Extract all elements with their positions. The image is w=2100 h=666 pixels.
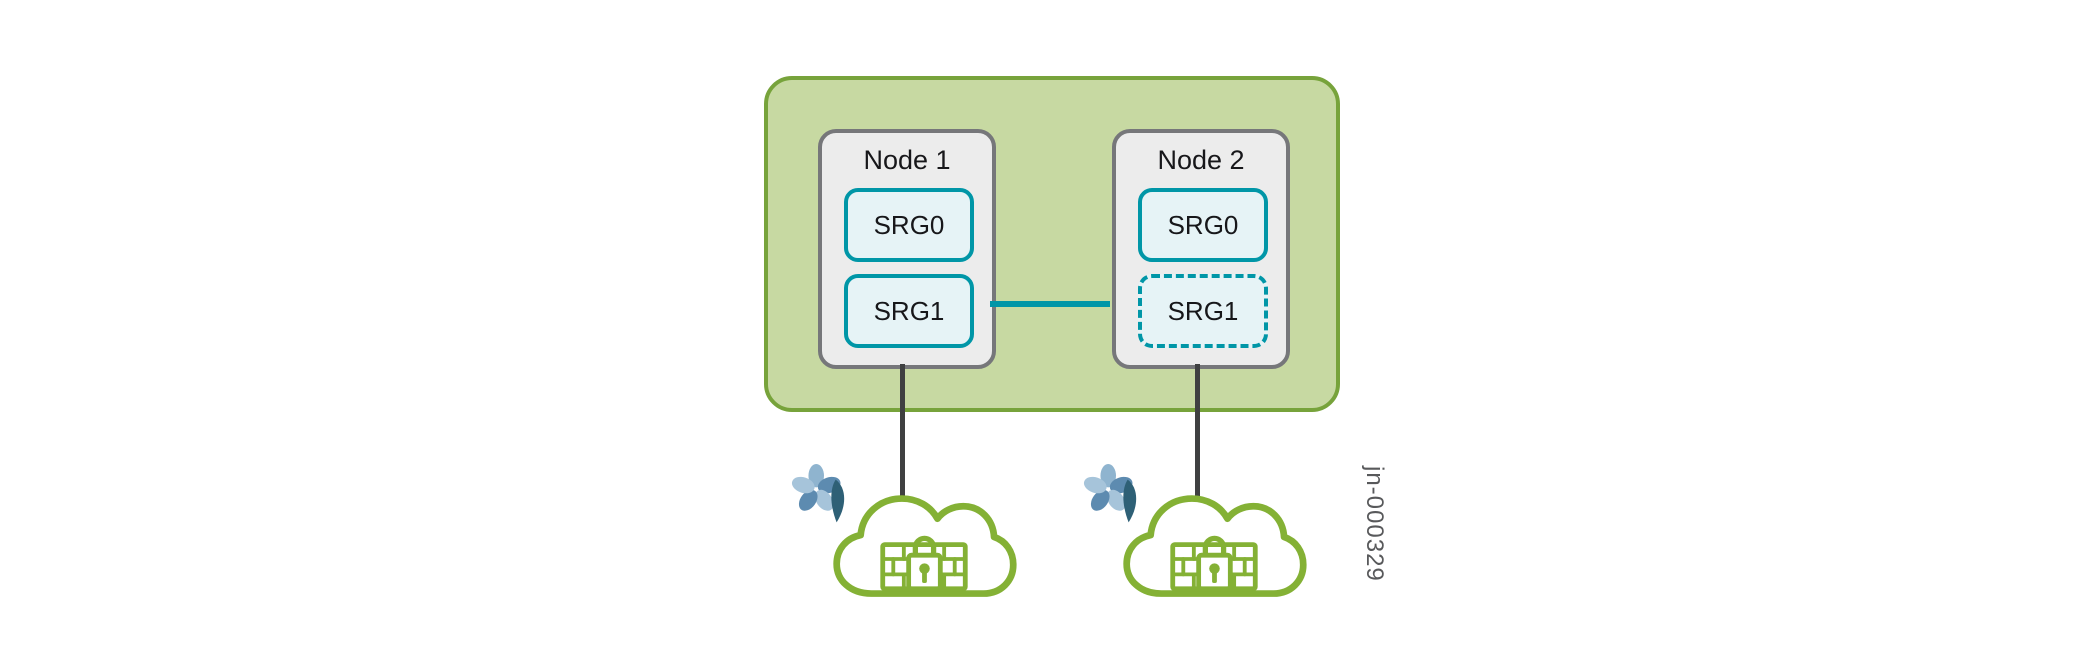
- node-1: Node 1 SRG0 SRG1: [818, 129, 996, 369]
- node-2-cloud-connector: [1195, 364, 1200, 506]
- lock-shackle: [1202, 535, 1227, 558]
- flower-icon: [790, 460, 858, 538]
- lock-keyhole: [919, 563, 930, 574]
- cloud-1: [828, 488, 1020, 607]
- node-2: Node 2 SRG0 SRG1: [1112, 129, 1290, 369]
- node-1-srg1-label: SRG1: [873, 295, 945, 326]
- node-1-srg1: SRG1: [844, 274, 974, 348]
- node-2-srg1: SRG1: [1138, 274, 1268, 348]
- cloud-icon: [833, 495, 1017, 597]
- secure-vault-lock-icon: [1170, 535, 1258, 592]
- cloud-2: [1118, 488, 1310, 607]
- lock-shackle: [912, 535, 937, 558]
- node-1-label: Node 1: [863, 145, 951, 175]
- cluster-container: Node 1 SRG0 SRG1 Node 2 SRG0 SRG1: [764, 76, 1340, 412]
- lock-keyhole: [1209, 563, 1220, 574]
- node-1-srg0-label: SRG0: [873, 209, 945, 240]
- figure-id: jn-000329: [1361, 466, 1388, 582]
- node-1-srg0: SRG0: [844, 188, 974, 262]
- secure-vault-lock-icon: [880, 535, 968, 592]
- node-2-label: Node 2: [1157, 145, 1245, 175]
- flower-icon: [1082, 460, 1150, 538]
- node-1-cloud-connector: [900, 364, 905, 506]
- node-2-srg0-label: SRG0: [1167, 209, 1239, 240]
- node-2-srg1-label: SRG1: [1167, 295, 1239, 326]
- node-2-srg0: SRG0: [1138, 188, 1268, 262]
- cloud-icon: [1123, 495, 1307, 597]
- srg1-link-line: [990, 301, 1110, 307]
